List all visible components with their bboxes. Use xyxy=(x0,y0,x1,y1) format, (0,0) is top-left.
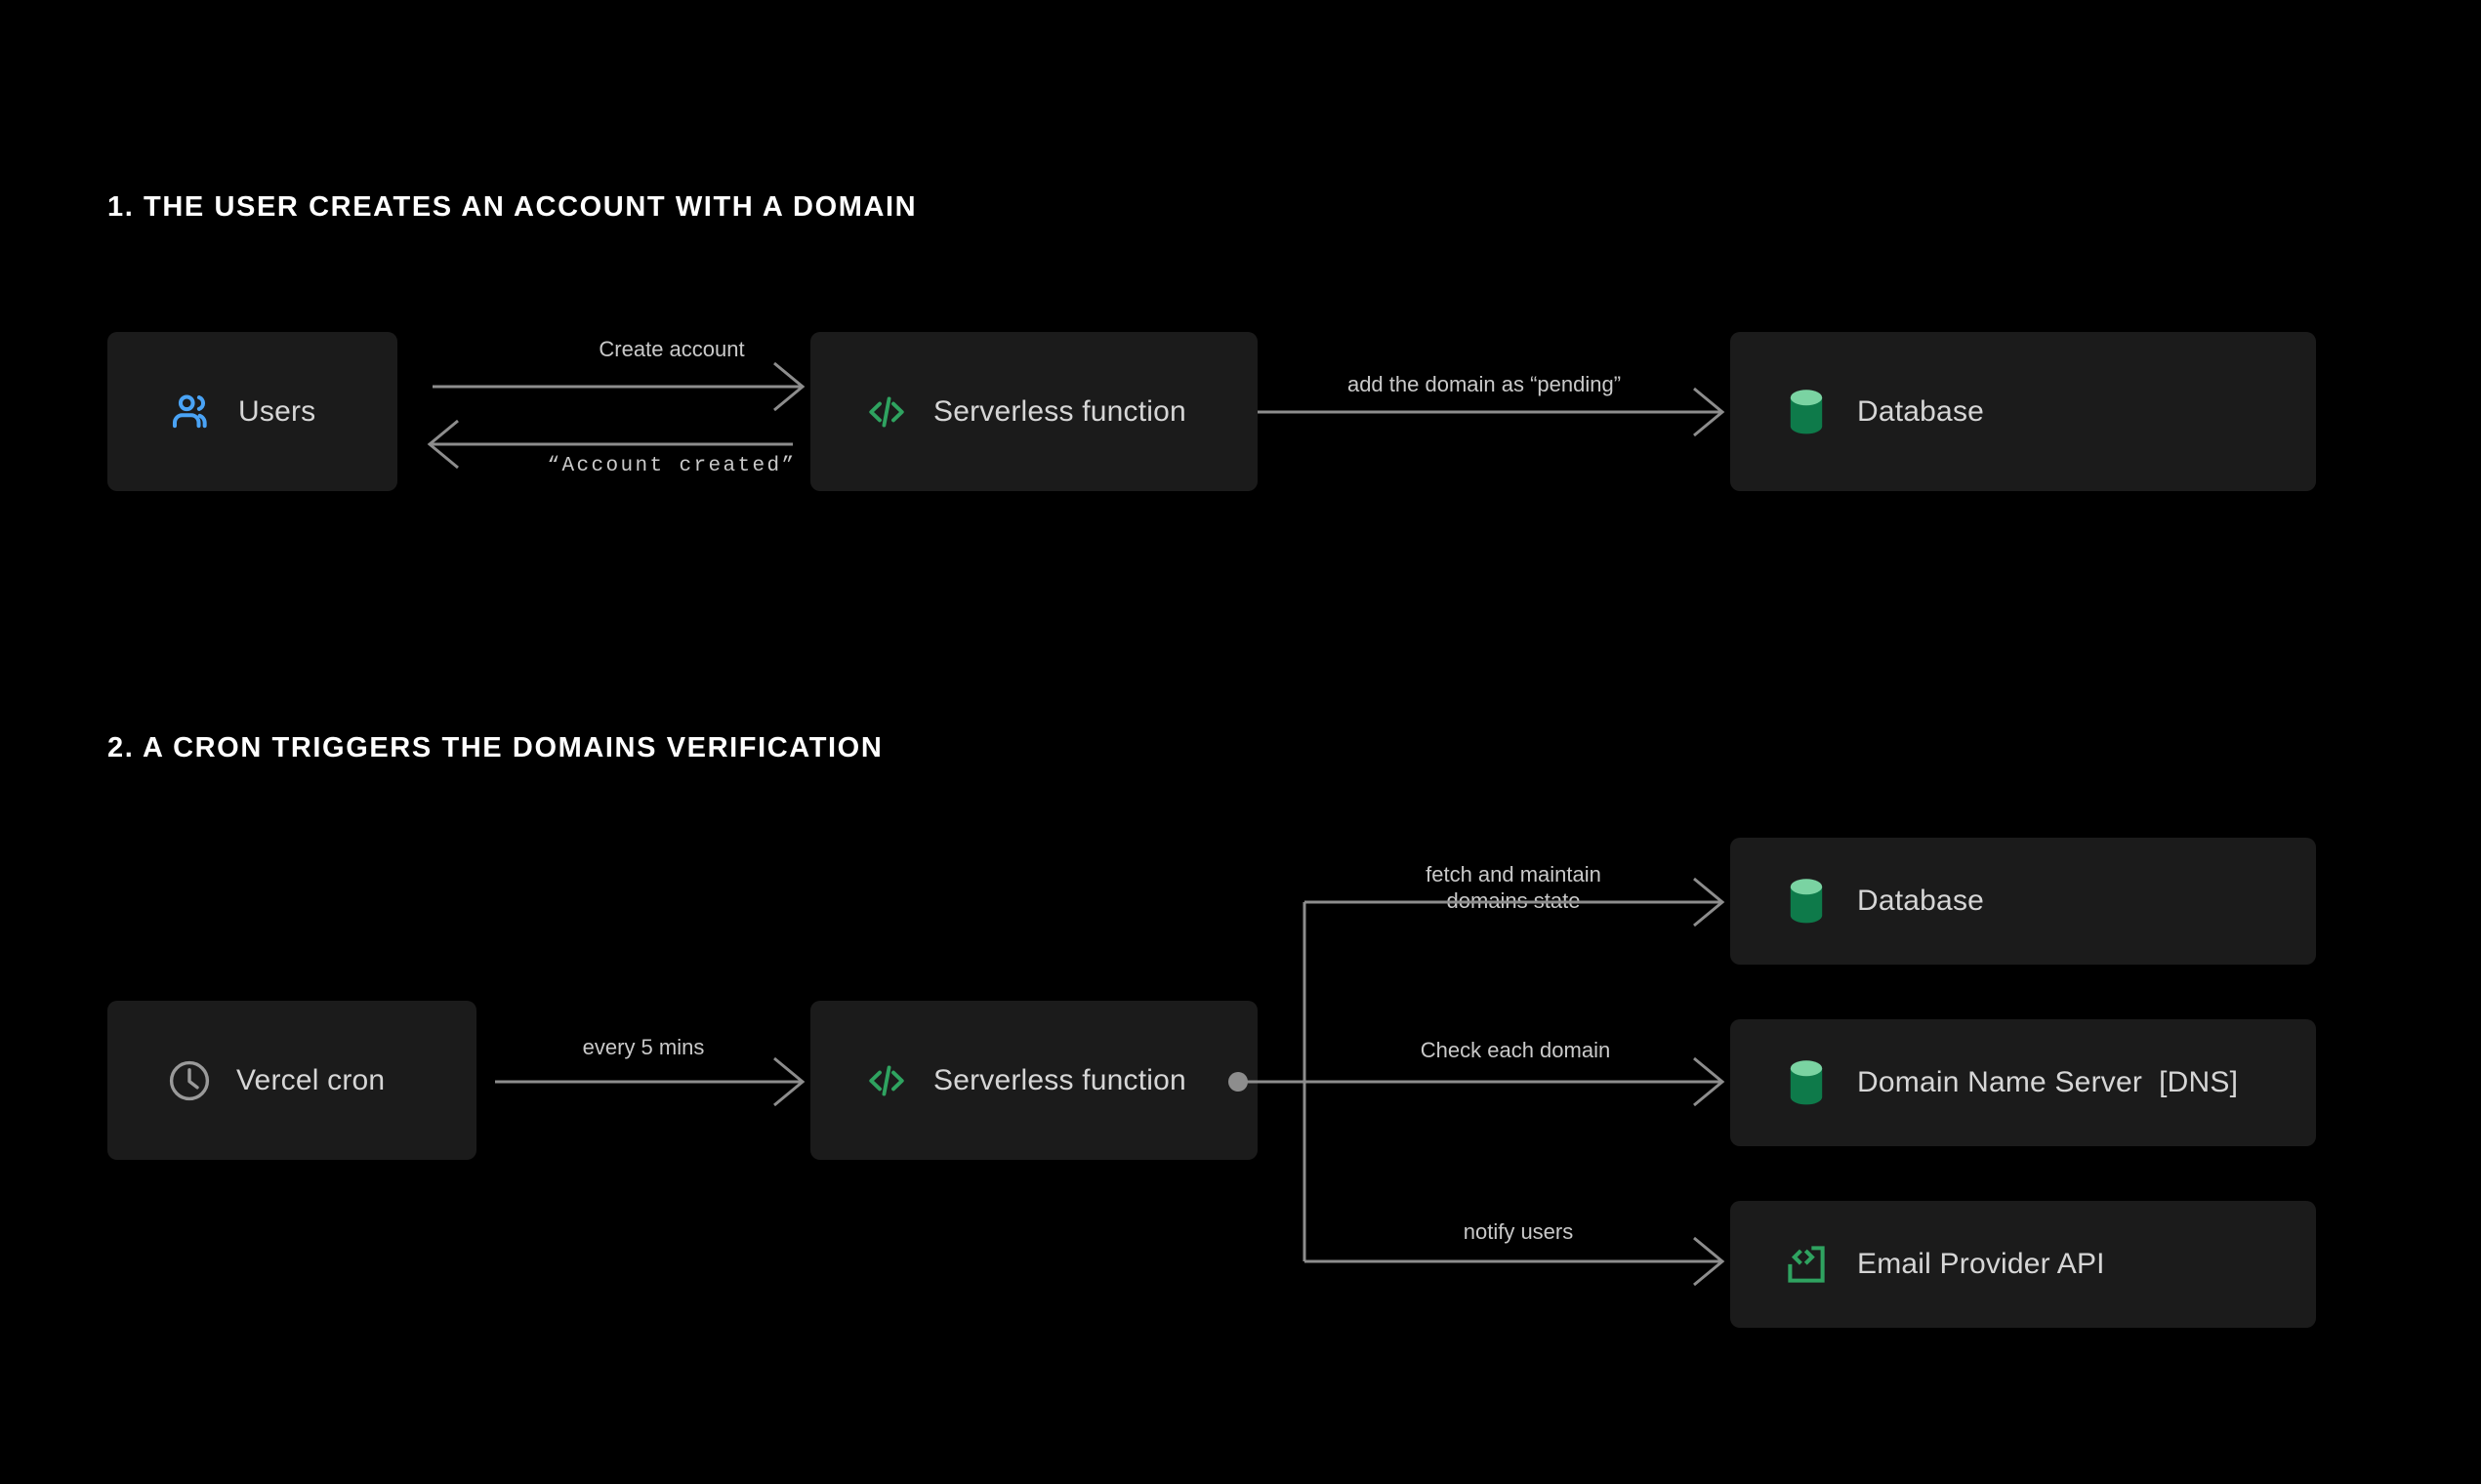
edge-label-every-5-mins: every 5 mins xyxy=(582,1035,705,1059)
database-icon xyxy=(1783,385,1830,439)
database-icon xyxy=(1783,1055,1830,1110)
node-users-label: Users xyxy=(238,394,316,428)
edge-label-add-domain-pending: add the domain as “pending” xyxy=(1346,372,1622,396)
code-icon xyxy=(863,391,910,433)
node-serverless-function-2[interactable]: Serverless function xyxy=(810,1001,1258,1160)
section-1-title: 1. THE USER CREATES AN ACCOUNT WITH A DO… xyxy=(107,191,918,223)
node-database-2[interactable]: Database xyxy=(1730,838,2316,965)
node-email-provider-api[interactable]: Email Provider API xyxy=(1730,1201,2316,1328)
wire-every-5-mins xyxy=(495,1056,806,1107)
node-email-provider-api-label: Email Provider API xyxy=(1857,1248,2105,1280)
edge-label-notify-users: notify users xyxy=(1463,1219,1574,1244)
section-2-title: 2. A CRON TRIGGERS THE DOMAINS VERIFICAT… xyxy=(107,732,884,763)
node-domain-name-server-label: Domain Name Server [DNS] xyxy=(1857,1066,2239,1098)
node-users[interactable]: Users xyxy=(107,332,397,491)
edge-label-line-2: domains state xyxy=(1446,887,1581,913)
node-database-2-label: Database xyxy=(1857,885,1985,917)
wire-create-account xyxy=(433,361,806,412)
users-icon xyxy=(168,390,217,434)
node-vercel-cron[interactable]: Vercel cron xyxy=(107,1001,476,1160)
edge-label-fetch-maintain-domains-state: fetch and maintain domains state xyxy=(1318,862,1709,915)
api-bracket-icon xyxy=(1783,1241,1830,1288)
code-icon xyxy=(863,1059,910,1102)
wire-check-each-domain xyxy=(1304,1056,1725,1107)
node-domain-name-server[interactable]: Domain Name Server [DNS] xyxy=(1730,1019,2316,1146)
node-database-1[interactable]: Database xyxy=(1730,332,2316,491)
node-serverless-function-2-label: Serverless function xyxy=(933,1063,1186,1096)
edge-label-create-account: Create account xyxy=(599,337,745,361)
edge-label-line-1: fetch and maintain xyxy=(1426,862,1601,886)
database-icon xyxy=(1783,874,1830,928)
edge-label-check-each-domain: Check each domain xyxy=(1420,1038,1611,1062)
wire-notify-users xyxy=(1304,1236,1725,1287)
node-serverless-function-1-label: Serverless function xyxy=(933,394,1186,428)
node-database-1-label: Database xyxy=(1857,394,1985,428)
clock-icon xyxy=(166,1057,213,1104)
edge-label-account-created: “Account created” xyxy=(547,455,797,477)
node-serverless-function-1[interactable]: Serverless function xyxy=(810,332,1258,491)
node-vercel-cron-label: Vercel cron xyxy=(236,1063,386,1096)
